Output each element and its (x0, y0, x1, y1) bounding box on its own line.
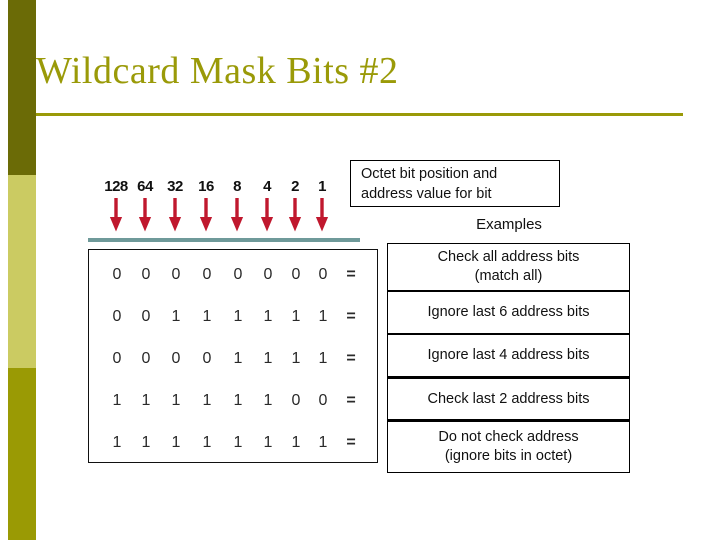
arrow-down-icon (168, 198, 182, 232)
bit-cell: 0 (202, 350, 212, 367)
bit-cell: 1 (112, 392, 122, 409)
bit-cell: 1 (291, 434, 301, 451)
bit-cell: 1 (318, 350, 328, 367)
example-box: Do not check address (ignore bits in octe… (387, 420, 630, 473)
arrow-down-icon (288, 198, 302, 232)
example-line-1: Check last 2 address bits (427, 390, 590, 407)
bit-cell: 1 (263, 308, 273, 325)
bit-cell: 1 (233, 392, 243, 409)
sidebar-band-top (8, 0, 36, 175)
arrow-down-icon (315, 198, 329, 232)
arrow-down-icon (260, 198, 274, 232)
bit-cell: 1 (171, 308, 181, 325)
bit-position-label: 128 (104, 178, 128, 195)
sidebar-band-middle (8, 175, 36, 368)
bit-cell: 1 (202, 308, 212, 325)
bit-cell: 0 (141, 308, 151, 325)
bit-cell: 1 (291, 308, 301, 325)
octet-position-callout: Octet bit position and address value for… (350, 160, 560, 207)
bit-position-label: 2 (291, 178, 299, 195)
callout-line-2: address value for bit (361, 185, 492, 202)
example-line-1: Ignore last 6 address bits (427, 304, 590, 320)
bit-cell: 1 (233, 434, 243, 451)
bit-position-column: 32 (160, 178, 190, 232)
equals-symbol: = (346, 308, 356, 325)
bit-cell: 1 (318, 308, 328, 325)
bit-position-column: 1 (307, 178, 337, 232)
bit-cell: 1 (202, 434, 212, 451)
bit-cell: 0 (318, 392, 328, 409)
equals-symbol: = (346, 350, 356, 367)
example-box: Check last 2 address bits (387, 377, 630, 420)
equals-symbol: = (346, 434, 356, 451)
bit-cell: 0 (112, 350, 122, 367)
bit-cell: 0 (291, 392, 301, 409)
example-line-2: (ignore bits in octet) (444, 448, 573, 464)
arrow-down-icon (230, 198, 244, 232)
example-box: Check all address bits (match all) (387, 243, 630, 291)
example-line-1: Check all address bits (437, 249, 580, 265)
bit-cell: 1 (233, 350, 243, 367)
examples-label: Examples (476, 216, 542, 233)
bit-position-label: 16 (198, 178, 214, 195)
title-underline-rule (36, 113, 683, 116)
bit-cell: 0 (141, 266, 151, 283)
bit-cell: 0 (291, 266, 301, 283)
sidebar-band-bottom (8, 368, 36, 540)
bit-position-label: 64 (137, 178, 153, 195)
bit-cell: 0 (112, 266, 122, 283)
arrow-down-icon (138, 198, 152, 232)
bit-position-label: 4 (263, 178, 271, 195)
bit-position-column: 2 (280, 178, 310, 232)
bit-position-column: 128 (101, 178, 131, 232)
bit-position-column: 64 (130, 178, 160, 232)
bit-cell: 1 (263, 434, 273, 451)
callout-line-1: Octet bit position and (361, 165, 498, 182)
bit-cell: 0 (171, 350, 181, 367)
bit-cell: 0 (171, 266, 181, 283)
bit-position-column: 16 (191, 178, 221, 232)
bit-cell: 1 (318, 434, 328, 451)
equals-symbol: = (346, 266, 356, 283)
bit-cell: 1 (233, 308, 243, 325)
bit-cell: 0 (141, 350, 151, 367)
bit-position-label: 8 (233, 178, 241, 195)
example-line-1: Ignore last 4 address bits (427, 347, 590, 363)
bit-cell: 0 (263, 266, 273, 283)
bit-cell: 0 (112, 308, 122, 325)
bit-cell: 1 (141, 392, 151, 409)
bit-cell: 1 (141, 434, 151, 451)
bit-cell: 0 (233, 266, 243, 283)
equals-symbol: = (346, 392, 356, 409)
example-box: Ignore last 4 address bits (387, 334, 630, 377)
bit-cell: 1 (263, 350, 273, 367)
bit-position-label: 32 (167, 178, 183, 195)
bit-cell: 0 (318, 266, 328, 283)
bit-cell: 1 (171, 434, 181, 451)
bit-position-column: 8 (222, 178, 252, 232)
bit-cell: 1 (171, 392, 181, 409)
bit-position-header: 128 64 32 16 8 4 2 1 (88, 178, 378, 240)
bit-position-label: 1 (318, 178, 326, 195)
example-line-1: Do not check address (438, 429, 579, 445)
arrow-down-icon (109, 198, 123, 232)
bit-position-column: 4 (252, 178, 282, 232)
bit-cell: 1 (263, 392, 273, 409)
bit-cell: 0 (202, 266, 212, 283)
arrow-down-icon (199, 198, 213, 232)
octet-divider-rule (88, 238, 360, 242)
page-title: Wildcard Mask Bits #2 (36, 50, 399, 92)
example-box: Ignore last 6 address bits (387, 291, 630, 334)
example-line-2: (match all) (474, 268, 543, 284)
bit-cell: 1 (112, 434, 122, 451)
bit-cell: 1 (291, 350, 301, 367)
bit-cell: 1 (202, 392, 212, 409)
